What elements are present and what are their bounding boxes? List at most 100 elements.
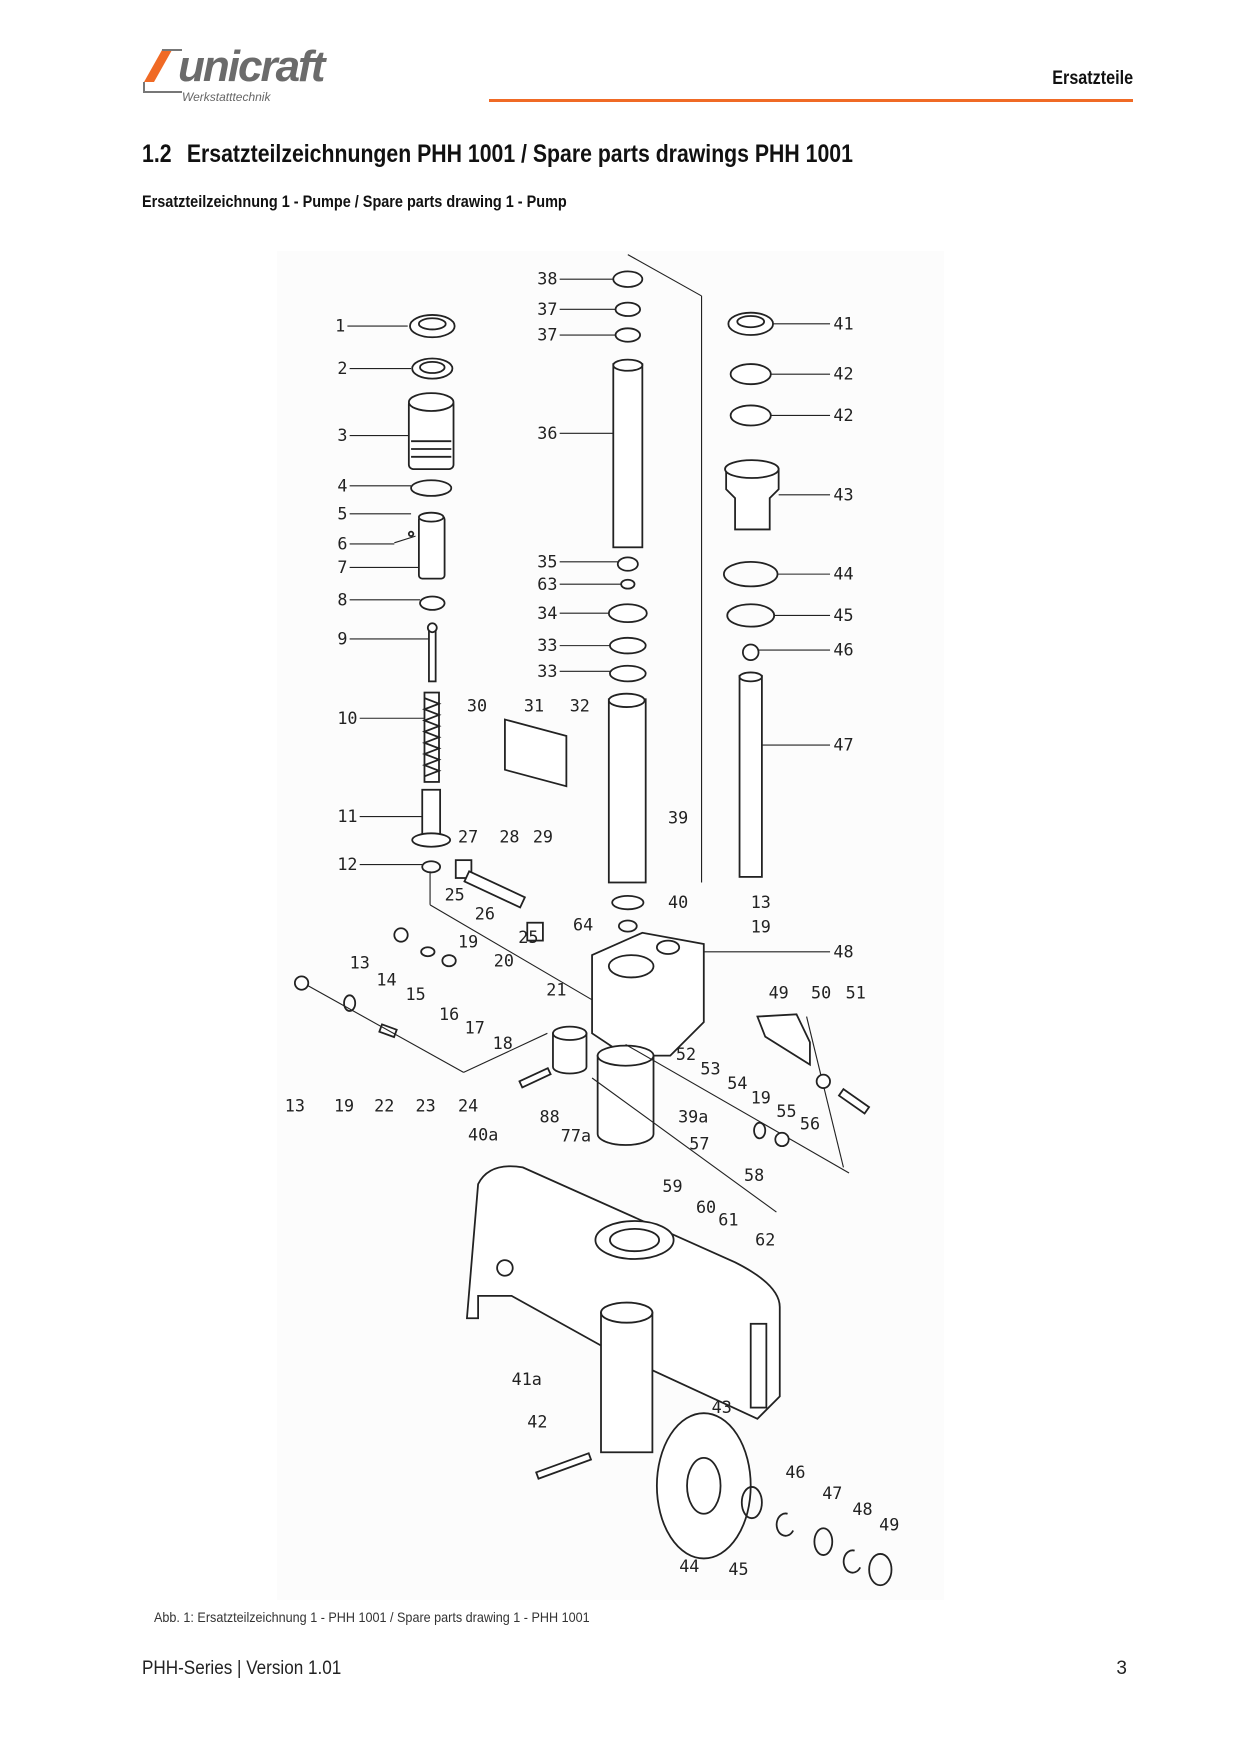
callout-88: 88 bbox=[540, 1107, 560, 1127]
callout-64: 64 bbox=[573, 915, 593, 935]
callout-54: 54 bbox=[727, 1073, 747, 1093]
callout-28: 28 bbox=[499, 826, 519, 846]
callout-37: 37 bbox=[537, 325, 557, 345]
callout-7: 7 bbox=[337, 557, 347, 577]
callout-4: 4 bbox=[337, 475, 347, 495]
callout-46: 46 bbox=[785, 1462, 805, 1482]
left-stack-parts bbox=[394, 314, 456, 874]
base-frame-parts bbox=[465, 1165, 893, 1587]
logo-mark-icon bbox=[143, 49, 182, 93]
figure-caption: Abb. 1: Ersatzteilzeichnung 1 - PHH 1001… bbox=[154, 1609, 590, 1625]
callout-19: 19 bbox=[751, 1088, 771, 1108]
callout-24: 24 bbox=[458, 1096, 478, 1116]
callout-13: 13 bbox=[350, 953, 370, 973]
callout-40: 40 bbox=[668, 892, 688, 912]
callout-52: 52 bbox=[676, 1044, 696, 1064]
callout-41a: 41a bbox=[512, 1369, 542, 1389]
callout-37: 37 bbox=[537, 299, 557, 319]
callout-53: 53 bbox=[700, 1059, 720, 1079]
callout-48: 48 bbox=[833, 941, 853, 961]
callout-1: 1 bbox=[335, 316, 345, 336]
logo-subtitle: Werkstatttechnik bbox=[182, 90, 271, 104]
callout-44: 44 bbox=[833, 564, 853, 584]
callout-38: 38 bbox=[537, 269, 557, 289]
callout-41: 41 bbox=[833, 313, 853, 333]
callout-26: 26 bbox=[475, 903, 495, 923]
callout-17: 17 bbox=[465, 1017, 485, 1037]
callout-62: 62 bbox=[755, 1230, 775, 1250]
callout-42: 42 bbox=[527, 1412, 547, 1432]
callout-19: 19 bbox=[334, 1096, 354, 1116]
callout-47: 47 bbox=[822, 1483, 842, 1503]
callout-30: 30 bbox=[467, 696, 487, 716]
callout-55: 55 bbox=[776, 1101, 796, 1121]
callout-45: 45 bbox=[728, 1559, 748, 1579]
callout-36: 36 bbox=[537, 423, 557, 443]
callout-23: 23 bbox=[416, 1096, 436, 1116]
callout-13: 13 bbox=[285, 1096, 305, 1116]
callout-9: 9 bbox=[337, 629, 347, 649]
header-divider bbox=[489, 99, 1133, 102]
drawing-subtitle: Ersatzteilzeichnung 1 - Pumpe / Spare pa… bbox=[142, 192, 567, 211]
page-number: 3 bbox=[1116, 1658, 1127, 1679]
callout-3: 3 bbox=[337, 425, 347, 445]
callout-12: 12 bbox=[337, 854, 357, 874]
callout-43: 43 bbox=[833, 484, 853, 504]
callout-31: 31 bbox=[524, 696, 544, 716]
callout-33: 33 bbox=[537, 661, 557, 681]
callout-50: 50 bbox=[811, 983, 831, 1003]
callout-19: 19 bbox=[458, 931, 478, 951]
callout-49: 49 bbox=[879, 1514, 899, 1534]
callout-39: 39 bbox=[668, 807, 688, 827]
callout-19: 19 bbox=[751, 917, 771, 937]
callout-11: 11 bbox=[337, 806, 357, 826]
callout-22: 22 bbox=[374, 1096, 394, 1116]
callout-6: 6 bbox=[337, 534, 347, 554]
callout-61: 61 bbox=[718, 1209, 738, 1229]
section-number: 1.2 bbox=[142, 140, 172, 168]
callout-2: 2 bbox=[337, 358, 347, 378]
callout-40a: 40a bbox=[468, 1125, 498, 1145]
callout-34: 34 bbox=[537, 603, 557, 623]
callout-10: 10 bbox=[337, 708, 357, 728]
callout-56: 56 bbox=[800, 1113, 820, 1133]
callout-14: 14 bbox=[376, 969, 396, 989]
callout-48: 48 bbox=[852, 1499, 872, 1519]
callout-42: 42 bbox=[833, 405, 853, 425]
callout-60: 60 bbox=[696, 1197, 716, 1217]
callout-49: 49 bbox=[769, 983, 789, 1003]
callout-39a: 39a bbox=[678, 1107, 708, 1127]
callout-51: 51 bbox=[846, 983, 866, 1003]
callout-57: 57 bbox=[689, 1134, 709, 1154]
callout-16: 16 bbox=[439, 1004, 459, 1024]
callout-13: 13 bbox=[751, 892, 771, 912]
callout-27: 27 bbox=[458, 826, 478, 846]
callout-25: 25 bbox=[518, 927, 538, 947]
logo-text: unicraft bbox=[178, 42, 325, 91]
callout-46: 46 bbox=[833, 640, 853, 660]
callout-5: 5 bbox=[337, 503, 347, 523]
callout-58: 58 bbox=[744, 1165, 764, 1185]
footer-series: PHH-Series | Version 1.01 bbox=[142, 1658, 342, 1679]
callout-44: 44 bbox=[679, 1556, 699, 1576]
callout-33: 33 bbox=[537, 635, 557, 655]
pump-body-parts bbox=[293, 718, 871, 1213]
page-title: 1.2 Ersatzteilzeichnungen PHH 1001 / Spar… bbox=[142, 140, 853, 169]
callout-18: 18 bbox=[493, 1033, 513, 1053]
callout-25: 25 bbox=[445, 884, 465, 904]
callout-45: 45 bbox=[833, 605, 853, 625]
section-header: Ersatzteile bbox=[1052, 68, 1133, 89]
callout-47: 47 bbox=[833, 735, 853, 755]
callout-29: 29 bbox=[533, 826, 553, 846]
callout-21: 21 bbox=[546, 979, 566, 999]
callout-8: 8 bbox=[337, 589, 347, 609]
center-stack-parts bbox=[607, 254, 703, 933]
right-stack-parts bbox=[723, 311, 780, 878]
callout-32: 32 bbox=[570, 696, 590, 716]
unicraft-logo: unicraft Werkstatttechnik bbox=[142, 42, 377, 106]
section-title: Ersatzteilzeichnungen PHH 1001 / Spare p… bbox=[186, 140, 853, 168]
